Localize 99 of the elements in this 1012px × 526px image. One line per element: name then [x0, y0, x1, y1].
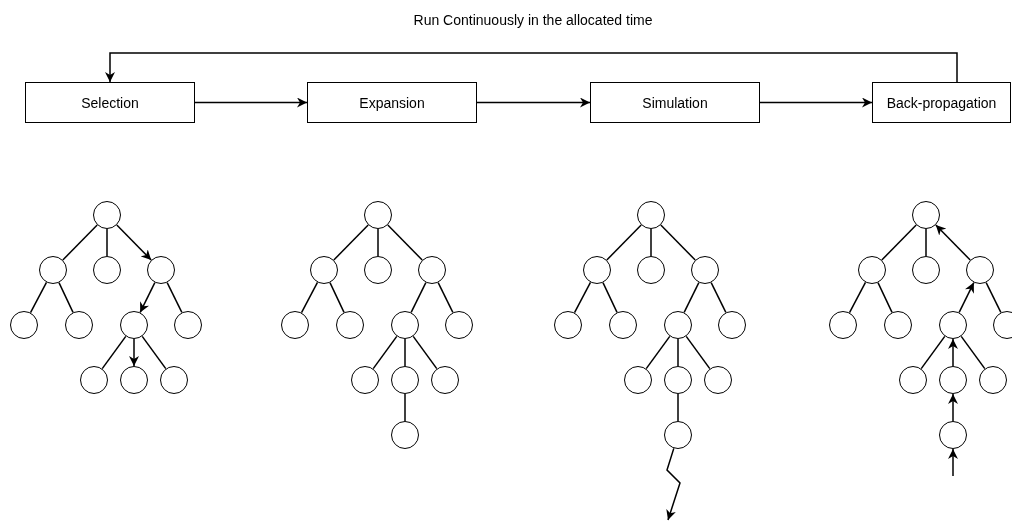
connector-line	[920, 335, 946, 370]
tree-node-circle	[418, 256, 446, 284]
tree-node-circle	[120, 311, 148, 339]
tree-node-circle	[912, 201, 940, 229]
arrow	[194, 97, 308, 108]
tree-node-circle	[431, 366, 459, 394]
tree-node-circle	[966, 256, 994, 284]
arrow	[958, 281, 975, 314]
tree-node-circle	[829, 311, 857, 339]
arrow	[476, 97, 591, 108]
tree-node-circle	[93, 256, 121, 284]
tree-node-circle	[147, 256, 175, 284]
tree-node-circle	[884, 311, 912, 339]
tree-node-circle	[174, 311, 202, 339]
arrow	[116, 224, 152, 261]
tree-node-circle	[364, 201, 392, 229]
tree-node-circle	[281, 311, 309, 339]
tree-node-circle	[691, 256, 719, 284]
connector-line	[300, 281, 319, 314]
connector-line	[29, 281, 48, 314]
tree-node-circle	[310, 256, 338, 284]
connector-line	[333, 224, 369, 261]
connector-line	[404, 338, 406, 367]
tree-node-circle	[624, 366, 652, 394]
tree-node-circle	[858, 256, 886, 284]
connector-line	[377, 228, 379, 257]
tree-node-circle	[939, 366, 967, 394]
connector-line	[101, 335, 127, 370]
connector-line	[677, 338, 679, 367]
tree-node-circle	[10, 311, 38, 339]
connector-line	[58, 281, 74, 314]
tree-node-circle	[391, 311, 419, 339]
connector-line	[650, 228, 652, 257]
tree-node-circle	[637, 256, 665, 284]
tree-node-circle	[391, 421, 419, 449]
tree-node-circle	[391, 366, 419, 394]
connector-line	[985, 281, 1002, 314]
tree-node-circle	[912, 256, 940, 284]
process-box: Simulation	[590, 82, 760, 123]
tree-node-circle	[445, 311, 473, 339]
tree-node-circle	[554, 311, 582, 339]
connector-line	[141, 335, 167, 370]
connector-line	[602, 281, 618, 314]
tree-node-circle	[979, 366, 1007, 394]
connector-line	[437, 281, 454, 314]
connector-line	[925, 228, 927, 257]
process-box: Back-propagation	[872, 82, 1011, 123]
tree-node-circle	[609, 311, 637, 339]
arrow	[139, 281, 156, 314]
connector-line	[573, 281, 592, 314]
tree-node-circle	[939, 421, 967, 449]
process-box: Expansion	[307, 82, 477, 123]
connector-line	[677, 393, 679, 422]
connector-line	[685, 335, 711, 370]
arrow	[935, 224, 971, 261]
tree-node-circle	[120, 366, 148, 394]
arrow	[948, 393, 958, 422]
connector-line	[372, 335, 398, 370]
tree-node-circle	[65, 311, 93, 339]
tree-node-circle	[664, 421, 692, 449]
connector-line	[606, 224, 642, 261]
connector-line	[877, 281, 893, 314]
arrow	[129, 338, 139, 367]
tree-node-circle	[160, 366, 188, 394]
arrow	[105, 52, 958, 83]
tree-node-circle	[664, 311, 692, 339]
connector-line	[848, 281, 867, 314]
connector-line	[960, 335, 986, 370]
connector-line	[645, 335, 671, 370]
process-box: Selection	[25, 82, 195, 123]
tree-node-circle	[583, 256, 611, 284]
arrow	[666, 447, 681, 521]
tree-node-circle	[939, 311, 967, 339]
tree-node-circle	[899, 366, 927, 394]
tree-node-circle	[364, 256, 392, 284]
tree-node-circle	[718, 311, 746, 339]
connector-line	[62, 224, 98, 261]
connector-line	[106, 228, 108, 257]
tree-node-circle	[39, 256, 67, 284]
tree-node-circle	[637, 201, 665, 229]
connector-line	[881, 224, 917, 261]
tree-node-circle	[664, 366, 692, 394]
connector-line	[404, 393, 406, 422]
tree-node-circle	[336, 311, 364, 339]
connector-line	[412, 335, 438, 370]
tree-node-circle	[93, 201, 121, 229]
arrow	[948, 338, 958, 367]
tree-node-circle	[80, 366, 108, 394]
connector-line	[166, 281, 183, 314]
connector-line	[660, 224, 696, 261]
tree-node-circle	[351, 366, 379, 394]
connector-line	[387, 224, 423, 261]
arrow	[948, 448, 958, 477]
connector-line	[683, 281, 700, 314]
tree-node-circle	[704, 366, 732, 394]
arrow	[759, 97, 873, 108]
connector-line	[329, 281, 345, 314]
connector-line	[710, 281, 727, 314]
connector-line	[410, 281, 427, 314]
